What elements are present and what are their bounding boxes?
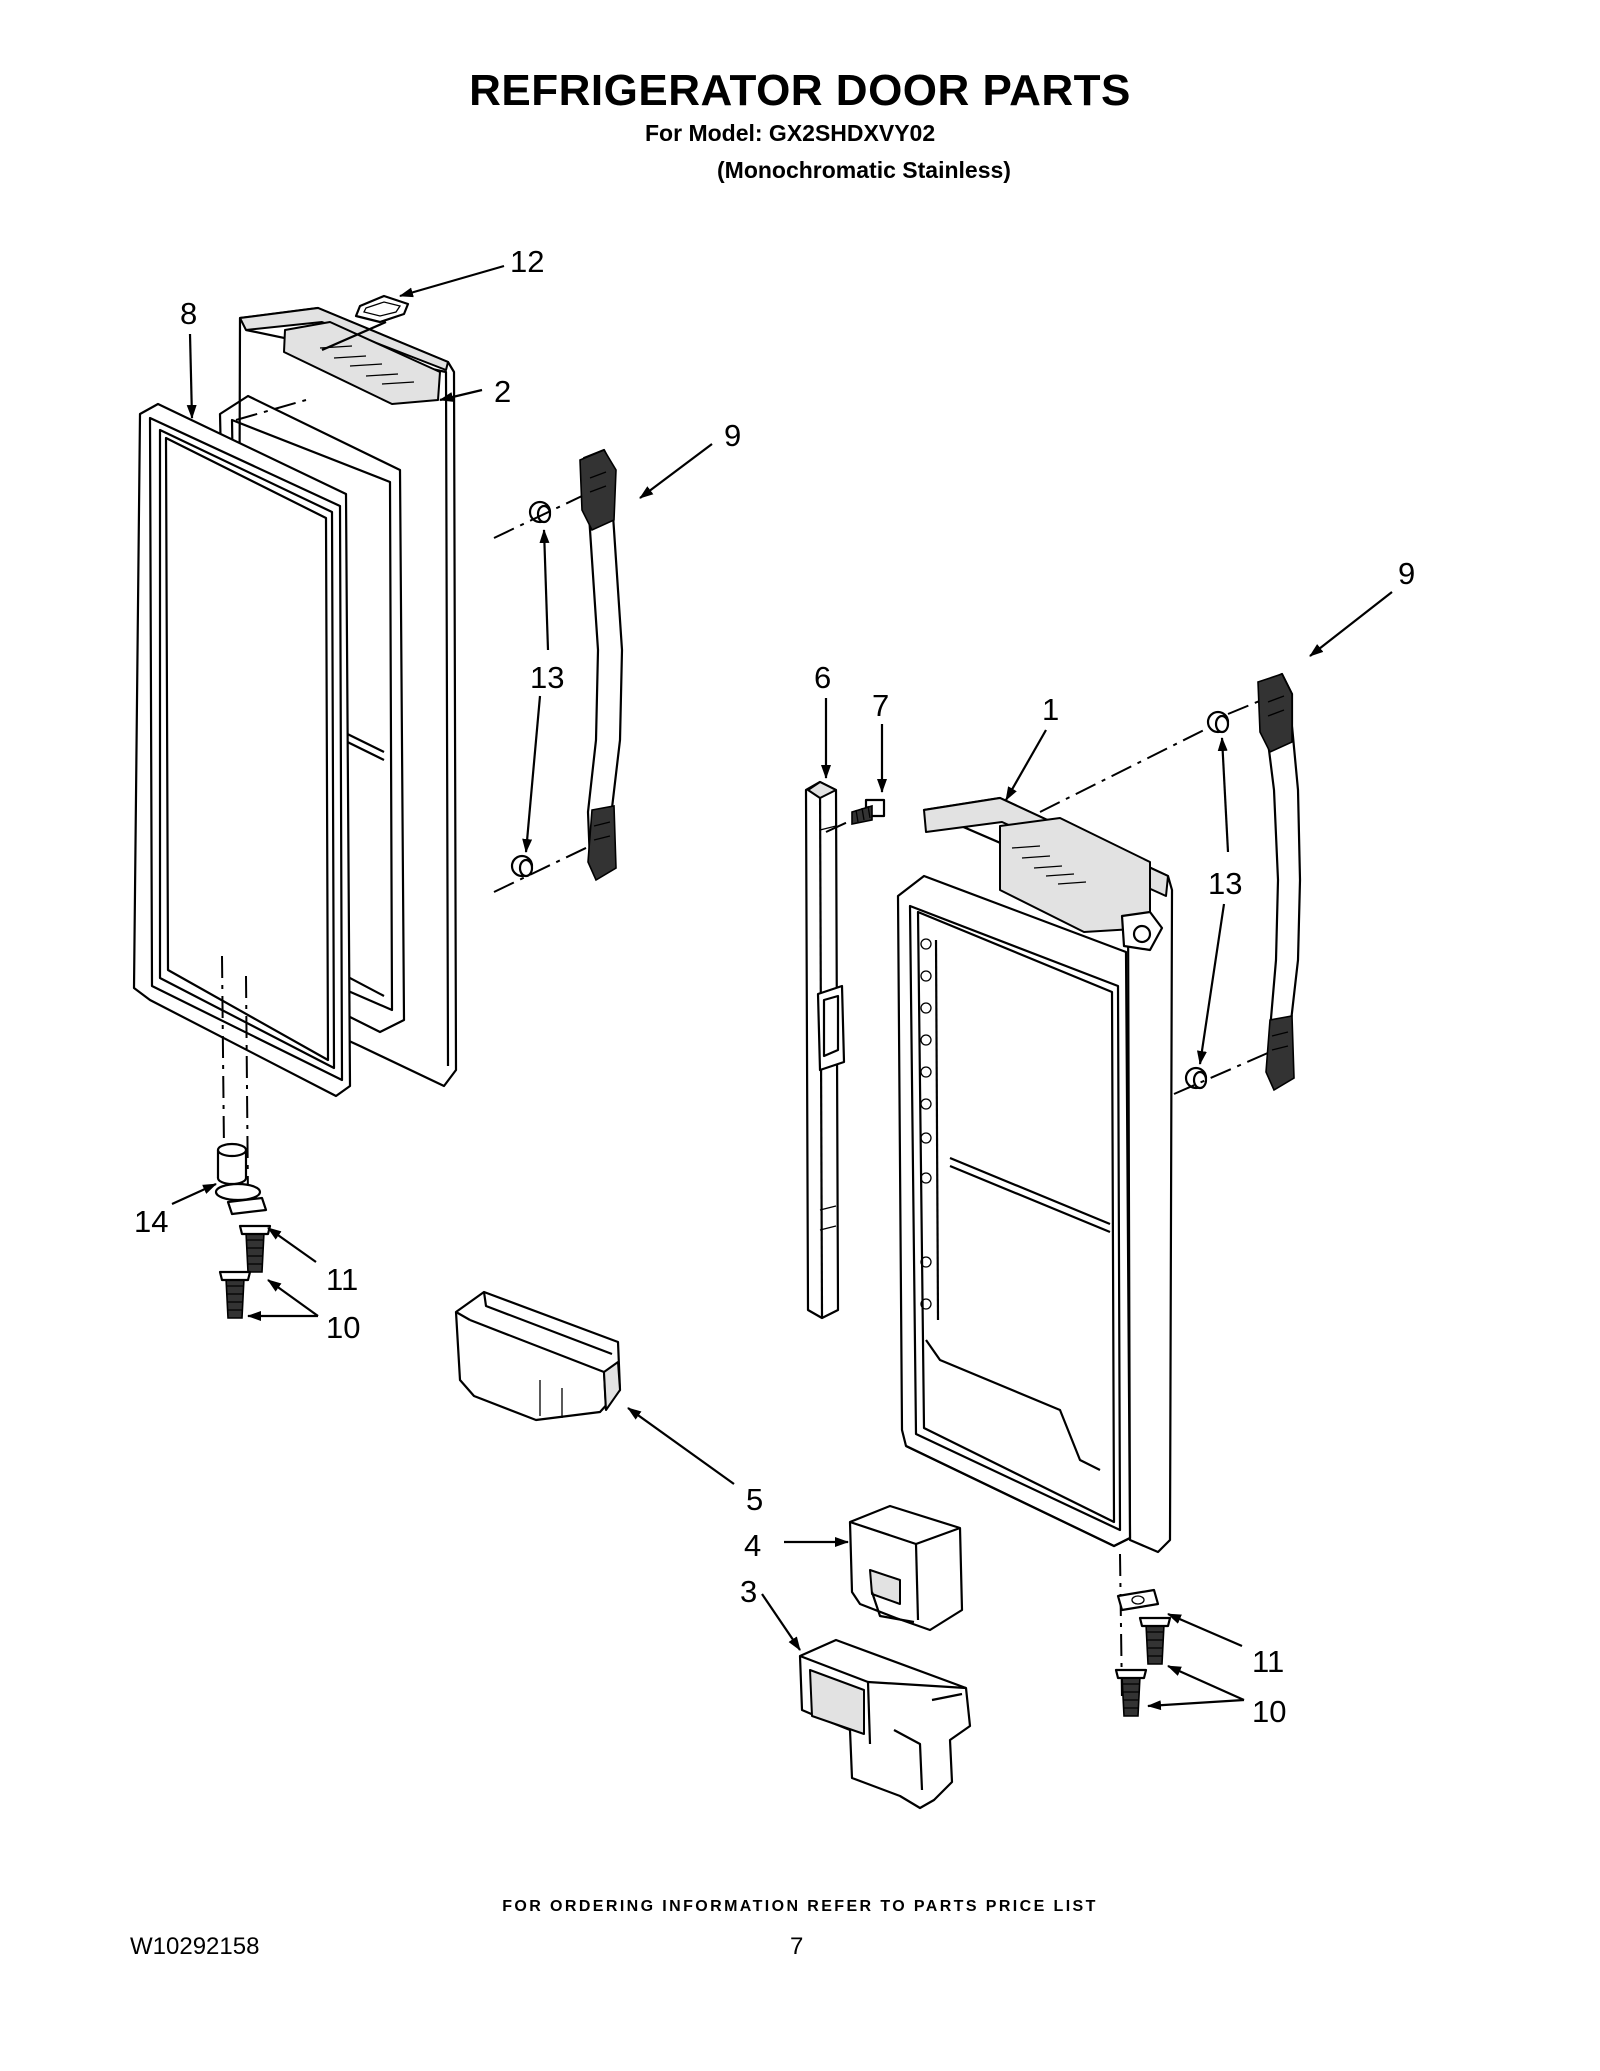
finish-subtitle: (Monochromatic Stainless) [717,157,1011,183]
callout-10-right: 10 [1252,1694,1286,1729]
leader-lines [171,264,1393,1711]
callout-7: 7 [872,688,889,723]
left-door-handle [579,448,624,882]
callout-3: 3 [740,1574,757,1609]
document-number: W10292158 [130,1933,260,1960]
callout-5: 5 [746,1482,763,1517]
right-door-assembly [896,796,1174,1554]
ice-guide-part [848,1504,964,1632]
callout-4: 4 [744,1528,761,1563]
callout-13-left: 13 [530,660,564,695]
callout-11-left: 11 [326,1262,358,1297]
callout-11-right: 11 [1252,1644,1284,1679]
left-hinge-screws [218,1224,272,1319]
callout-9-left: 9 [724,418,741,453]
right-washer-part [1116,1588,1160,1612]
callout-14: 14 [134,1204,168,1239]
trim-screw-part [851,798,886,825]
door-bin-part [454,1290,622,1422]
callout-13-right: 13 [1208,866,1242,901]
trim-strip-part [804,780,846,1320]
callout-1: 1 [1042,692,1059,727]
left-washer-part [226,1196,268,1216]
callout-8: 8 [180,296,197,331]
callout-6: 6 [814,660,831,695]
ordering-note: FOR ORDERING INFORMATION REFER TO PARTS … [502,1898,1098,1915]
hinge-bearing-part [214,1142,262,1202]
right-hinge-screws [1114,1616,1172,1717]
callout-12: 12 [510,244,544,279]
callout-2: 2 [494,374,511,409]
right-door-handle [1257,672,1302,1092]
dispenser-housing-part [798,1638,972,1810]
page-number: 7 [790,1933,804,1960]
callout-numbers: 12 8 2 9 9 13 6 7 1 13 14 11 10 5 4 3 11… [134,244,1415,1729]
model-subtitle: For Model: GX2SHDXVY02 [645,120,936,146]
callout-10-left: 10 [326,1310,360,1345]
page-title: REFRIGERATOR DOOR PARTS [469,66,1131,115]
left-handle-studs [510,500,552,878]
callout-9-right: 9 [1398,556,1415,591]
left-door-gasket [132,402,352,1098]
small-gasket-part [354,294,410,324]
